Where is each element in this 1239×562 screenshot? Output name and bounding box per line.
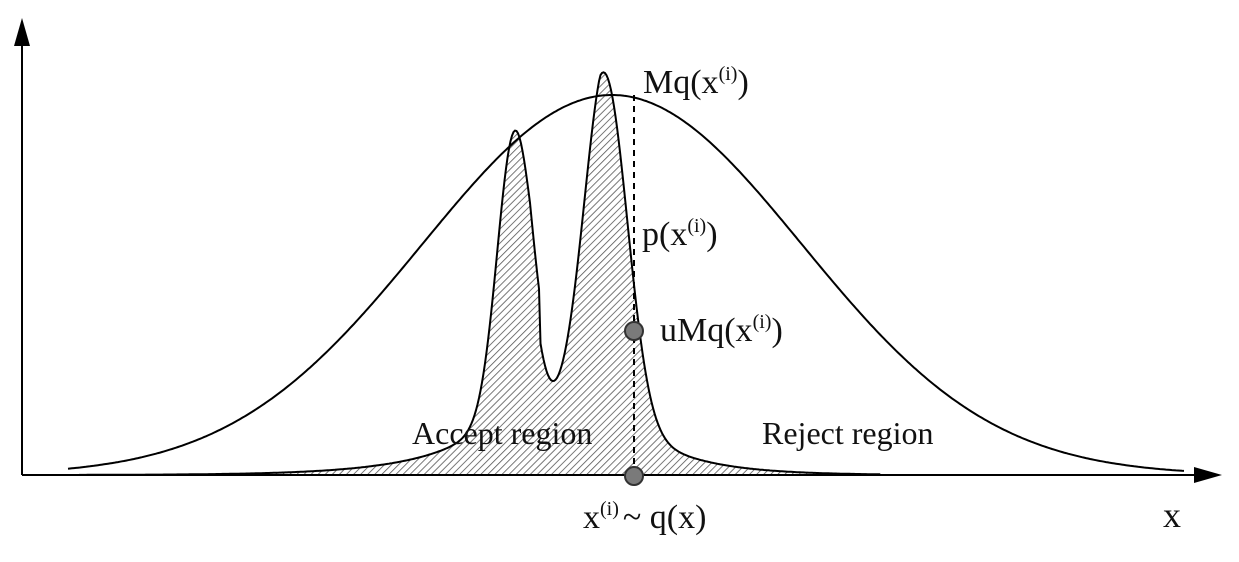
uniform-sample-point [624,321,644,341]
envelope-curve [67,94,1185,472]
x-axis-label: x [1163,495,1181,535]
reject-region-label: Reject region [762,415,933,451]
sample-label: x(i)~ q(x) [583,498,706,536]
envelope-label: Mq(x(i)) [643,63,749,101]
sample-x-point [624,466,644,486]
x-axis-arrow-icon [1194,467,1222,483]
target-label: p(x(i)) [642,215,718,253]
y-axis-arrow-icon [14,18,30,46]
accept-region-label: Accept region [412,415,592,451]
uniform-label: uMq(x(i)) [660,311,783,349]
